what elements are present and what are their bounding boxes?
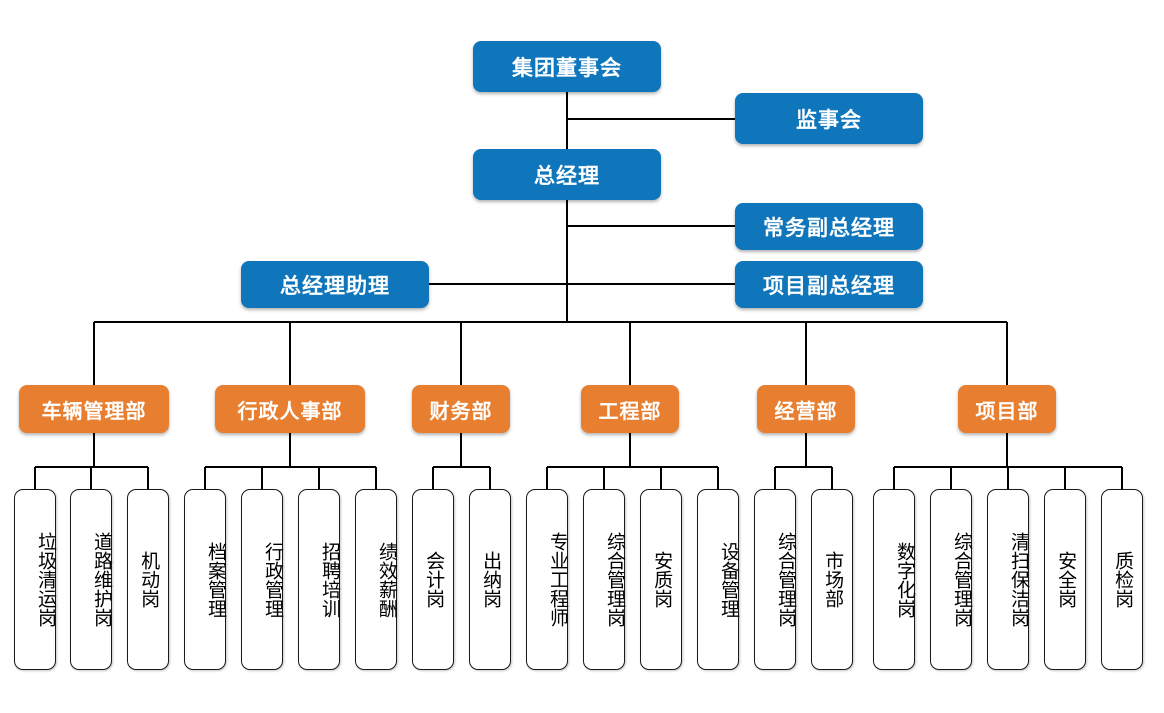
exec-node-gm-assistant[interactable]: 总经理助理 (241, 261, 429, 308)
position-node-quality-inspection[interactable]: 质检岗 (1101, 489, 1143, 670)
position-node-safety-quality-label: 安质岗 (651, 551, 673, 608)
position-node-safety-quality[interactable]: 安质岗 (640, 489, 682, 670)
department-node-operations[interactable]: 经营部 (757, 385, 855, 433)
department-node-engineering-label: 工程部 (598, 400, 662, 423)
exec-node-project-deputy-gm-label: 项目副总经理 (763, 274, 895, 298)
position-node-digitalization[interactable]: 数字化岗 (873, 489, 915, 670)
position-node-equipment-management[interactable]: 设备管理 (697, 489, 739, 670)
department-node-project[interactable]: 项目部 (958, 385, 1056, 433)
position-node-market-dept-label: 市场部 (822, 551, 844, 608)
department-node-admin-hr[interactable]: 行政人事部 (215, 385, 365, 433)
position-node-mobile-duty[interactable]: 机动岗 (127, 489, 169, 670)
department-node-finance-label: 财务部 (429, 400, 493, 423)
position-node-mobile-duty-label: 机动岗 (138, 551, 160, 608)
position-node-safety-post-label: 安全岗 (1055, 551, 1077, 608)
position-node-quality-inspection-label: 质检岗 (1112, 551, 1134, 608)
position-node-proj-general-mgmt[interactable]: 综合管理岗 (930, 489, 972, 670)
department-node-vehicle-management[interactable]: 车辆管理部 (19, 385, 169, 433)
exec-node-exec-deputy-gm-label: 常务副总经理 (763, 216, 895, 240)
exec-node-board[interactable]: 集团董事会 (473, 41, 661, 92)
exec-node-general-manager-label: 总经理 (534, 164, 600, 188)
position-node-cashier[interactable]: 出纳岗 (469, 489, 511, 670)
position-node-road-maintenance[interactable]: 道路维护岗 (70, 489, 112, 670)
position-node-admin-management[interactable]: 行政管理 (241, 489, 283, 670)
position-node-cleaning-sanitation[interactable]: 清扫保洁岗 (987, 489, 1029, 670)
position-node-ops-general-mgmt[interactable]: 综合管理岗 (754, 489, 796, 670)
position-node-ops-general-mgmt-label: 综合管理岗 (775, 532, 796, 627)
position-node-digitalization-label: 数字化岗 (894, 541, 915, 618)
department-node-project-label: 项目部 (975, 400, 1039, 423)
exec-node-supervisory-label: 监事会 (796, 108, 862, 132)
position-node-waste-transport-label: 垃圾清运岗 (35, 532, 56, 627)
position-node-professional-engineer[interactable]: 专业工程师 (526, 489, 568, 670)
exec-node-exec-deputy-gm[interactable]: 常务副总经理 (735, 203, 923, 250)
position-node-safety-post[interactable]: 安全岗 (1044, 489, 1086, 670)
position-node-performance-salary[interactable]: 绩效薪酬 (355, 489, 397, 670)
position-node-accounting[interactable]: 会计岗 (412, 489, 454, 670)
position-node-recruit-training-label: 招聘培训 (319, 541, 340, 618)
exec-node-supervisory[interactable]: 监事会 (735, 93, 923, 144)
exec-node-project-deputy-gm[interactable]: 项目副总经理 (735, 261, 923, 308)
exec-node-gm-assistant-label: 总经理助理 (280, 274, 390, 298)
department-node-operations-label: 经营部 (774, 400, 838, 423)
department-node-engineering[interactable]: 工程部 (581, 385, 679, 433)
position-node-road-maintenance-label: 道路维护岗 (91, 532, 112, 627)
position-node-cleaning-sanitation-label: 清扫保洁岗 (1008, 532, 1029, 627)
position-node-performance-salary-label: 绩效薪酬 (376, 541, 397, 618)
position-node-waste-transport[interactable]: 垃圾清运岗 (14, 489, 56, 670)
position-node-archive-management-label: 档案管理 (205, 541, 226, 618)
position-node-eng-general-mgmt-label: 综合管理岗 (604, 532, 625, 627)
exec-node-board-label: 集团董事会 (512, 56, 622, 80)
position-node-cashier-label: 出纳岗 (480, 551, 502, 608)
position-node-admin-management-label: 行政管理 (262, 541, 283, 618)
position-node-recruit-training[interactable]: 招聘培训 (298, 489, 340, 670)
department-node-admin-hr-label: 行政人事部 (237, 400, 343, 423)
department-node-finance[interactable]: 财务部 (412, 385, 510, 433)
position-node-proj-general-mgmt-label: 综合管理岗 (951, 532, 972, 627)
position-node-equipment-management-label: 设备管理 (718, 541, 739, 618)
position-node-eng-general-mgmt[interactable]: 综合管理岗 (583, 489, 625, 670)
department-node-vehicle-management-label: 车辆管理部 (41, 400, 147, 423)
position-node-professional-engineer-label: 专业工程师 (547, 532, 568, 627)
position-node-archive-management[interactable]: 档案管理 (184, 489, 226, 670)
position-node-market-dept[interactable]: 市场部 (811, 489, 853, 670)
exec-node-general-manager[interactable]: 总经理 (473, 149, 661, 200)
position-node-accounting-label: 会计岗 (423, 551, 445, 608)
